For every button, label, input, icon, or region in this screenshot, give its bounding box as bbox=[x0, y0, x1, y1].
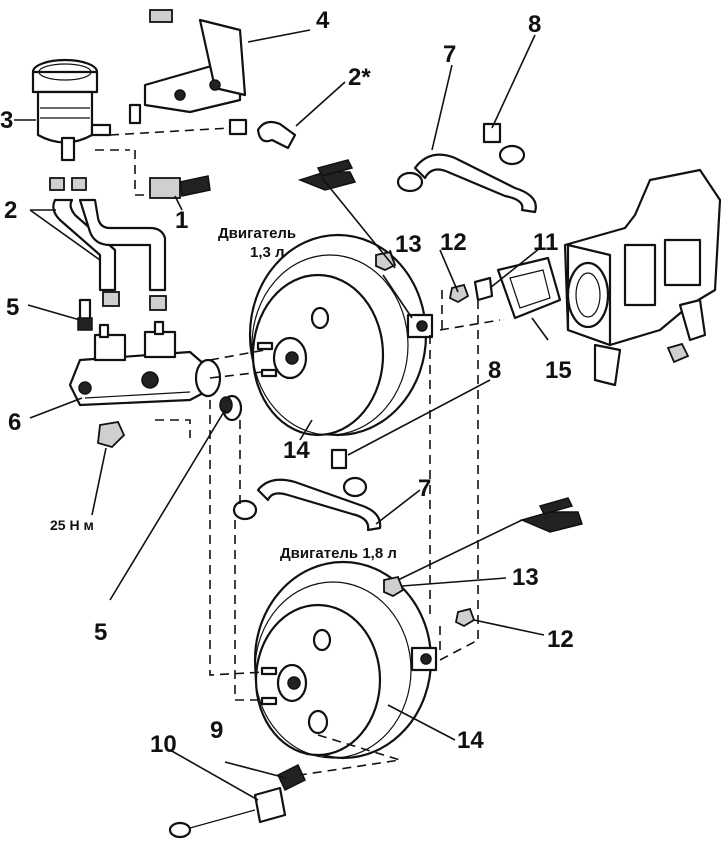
caption-engine-1-3-line1: Двигатель bbox=[218, 225, 296, 242]
torque-label: 25 Н м bbox=[50, 517, 94, 533]
caption-engine-1-8: Двигатель 1,8 л bbox=[280, 545, 397, 562]
nut-12-lower bbox=[454, 607, 476, 628]
callout-11: 11 bbox=[533, 229, 558, 256]
mounting-nut bbox=[97, 420, 126, 449]
fluid-reservoir bbox=[31, 58, 112, 191]
callout-7-lower: 7 bbox=[418, 475, 431, 502]
caption-engine-1-3-line2: 1,3 л bbox=[250, 244, 285, 261]
brake-booster-1-8 bbox=[253, 560, 438, 760]
hose-fitting-upper bbox=[228, 118, 248, 136]
check-valve-8-lower bbox=[330, 448, 368, 498]
bleeder-screw bbox=[77, 298, 93, 331]
hose-clip-1 bbox=[149, 175, 211, 199]
clevis-11 bbox=[473, 276, 494, 302]
hoses-2 bbox=[52, 198, 167, 292]
brake-booster-1-3 bbox=[248, 233, 434, 437]
callout-13-lower: 13 bbox=[512, 564, 539, 591]
gasket-15 bbox=[496, 256, 562, 320]
vacuum-hose-7-lower bbox=[232, 478, 382, 532]
callout-5-lower: 5 bbox=[94, 619, 107, 646]
tool-icon-lower bbox=[519, 497, 583, 533]
nut-12-upper bbox=[448, 283, 470, 304]
callout-8-lower: 8 bbox=[488, 357, 501, 384]
callout-2: 2 bbox=[4, 197, 17, 224]
clip-10 bbox=[168, 786, 287, 839]
check-valve-8-upper bbox=[482, 122, 526, 166]
master-cylinder bbox=[68, 320, 222, 407]
nut-13-upper bbox=[375, 250, 397, 271]
callout-14-lower: 14 bbox=[457, 727, 484, 754]
callout-5-upper: 5 bbox=[6, 294, 19, 321]
callout-7-upper: 7 bbox=[443, 41, 456, 68]
reservoir-bracket bbox=[128, 9, 247, 125]
assembly-lines bbox=[95, 127, 501, 776]
callout-12-upper: 12 bbox=[440, 229, 467, 256]
callout-4: 4 bbox=[316, 7, 330, 34]
pin-9 bbox=[277, 763, 306, 792]
callout-13-upper: 13 bbox=[395, 231, 422, 258]
seal-5 bbox=[219, 394, 243, 422]
callout-2-star: 2* bbox=[348, 64, 371, 91]
vacuum-hose-7-upper bbox=[396, 153, 537, 214]
callout-10: 10 bbox=[150, 731, 177, 758]
callout-14-upper: 14 bbox=[283, 437, 310, 464]
pedal-bracket bbox=[563, 168, 722, 387]
hose-2-star bbox=[256, 120, 297, 150]
callout-12-lower: 12 bbox=[547, 626, 574, 653]
callout-8-upper: 8 bbox=[528, 11, 541, 38]
callout-15: 15 bbox=[545, 357, 572, 384]
leader-lines bbox=[14, 29, 549, 801]
tool-icon-upper bbox=[297, 159, 357, 191]
callout-9: 9 bbox=[210, 717, 223, 744]
callout-6: 6 bbox=[8, 409, 21, 436]
hose-clamps bbox=[102, 291, 167, 311]
callout-1: 1 bbox=[175, 207, 188, 234]
callout-3: 3 bbox=[0, 107, 13, 134]
nut-13-lower bbox=[383, 575, 405, 598]
